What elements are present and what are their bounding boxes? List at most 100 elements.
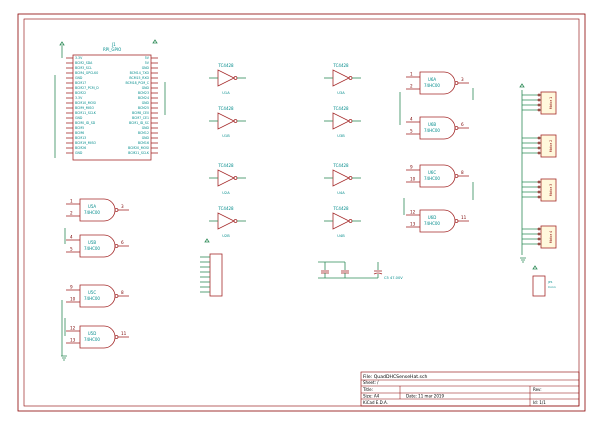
- j1-pin-label: BCM2_SDA: [75, 61, 93, 65]
- motor-pin: [537, 108, 541, 112]
- j1-pin-label: BCM25: [138, 106, 149, 110]
- inverter-bubble: [454, 126, 459, 130]
- gate-unit: U5A: [88, 204, 96, 209]
- gate-pin-a: 1: [70, 199, 73, 204]
- connector-j101[interactable]: [200, 253, 223, 297]
- j1-pin-label: BCM21_SCLK: [128, 151, 150, 155]
- title-block-size: Size: A4: [363, 394, 380, 399]
- j1-pin-label: BCM14_TXD: [130, 71, 150, 75]
- j1-pin-label: BCM23: [138, 91, 149, 95]
- gate-part: 74HC00: [84, 210, 100, 215]
- j1-pin-label: GND: [142, 136, 150, 140]
- power-flag: [532, 265, 538, 270]
- power-flag: [519, 83, 525, 88]
- buffer-unit: U4A: [337, 191, 345, 195]
- j1-ref: J1: [111, 42, 116, 47]
- buffer-unit: U2B: [222, 234, 230, 238]
- gate-pin-out: 11: [121, 331, 127, 336]
- buffer-name: TC4428: [217, 206, 234, 211]
- buffer-unit: U4B: [337, 234, 345, 238]
- gate-pin-a: 12: [70, 326, 76, 331]
- connector-j1[interactable]: J1 RPI_GPIO 3.3VBCM2_SDABCM3_SCLBCM4_GPC…: [54, 42, 166, 161]
- j1-pin-label: 5V: [145, 56, 150, 60]
- title-block-rev: Rev:: [533, 387, 542, 392]
- j1-pin-label: BCM20_MOSI: [128, 146, 149, 150]
- nand-gates-right: 123U6A74HC00456U6B74HC009108U6C74HC00121…: [406, 72, 469, 233]
- title-block-sheet: Sheet: /: [363, 380, 379, 385]
- motor-connector-body: [540, 178, 557, 202]
- j1-pin-label: BCM4_GPCLK0: [75, 71, 98, 75]
- motor-pin: [537, 190, 541, 194]
- motor-pin: [537, 195, 541, 199]
- power-symbols: [59, 39, 538, 361]
- power-flag: [59, 41, 65, 46]
- title-block: File: QuadDHCSenseHat.sch Sheet: / Title…: [360, 371, 580, 407]
- gate-pin-b: 13: [70, 338, 76, 343]
- j1-pin-label: BCM12: [138, 131, 149, 135]
- gate-pin-b: 5: [410, 129, 413, 134]
- j1-pin-label: GND: [75, 116, 83, 120]
- jp1-ref: JP1: [547, 280, 553, 284]
- motor-connector-1: Motor 1: [522, 91, 557, 115]
- j1-pin-label: GND: [142, 86, 150, 90]
- j1-pin-label: BCM7_CE1: [132, 116, 149, 120]
- buffer-unit: U1A: [222, 91, 230, 95]
- inverter-bubble: [114, 208, 119, 212]
- inverter-bubble: [454, 174, 459, 178]
- motor-pin: [537, 93, 541, 97]
- buffer-group: TC4428U1ATC4428U1BTC4428U2ATC4428U2BTC44…: [209, 63, 361, 238]
- j1-pin-label: BCM8_CE0: [132, 111, 149, 115]
- gate-pin-b: 13: [410, 222, 416, 227]
- gate-wiring: [61, 88, 474, 356]
- gate-part: 74HC00: [424, 128, 440, 133]
- gate-body: [79, 198, 116, 222]
- j1-pin-label: BCM18_PCM_C: [126, 81, 150, 85]
- gate-pin-a: 4: [70, 235, 73, 240]
- ground-symbol: [61, 355, 67, 361]
- gate-pin-a: 4: [410, 117, 413, 122]
- gate-body: [419, 116, 456, 140]
- j101-pins: [200, 256, 210, 293]
- jp1-value: Conn: [548, 285, 556, 289]
- power-flag: [152, 39, 158, 44]
- motor-connector-body: [540, 225, 557, 249]
- buffer-triangle: [217, 112, 235, 130]
- j1-pin-label: BCM11_SCLK: [75, 111, 97, 115]
- j1-pin-label: BCM17: [75, 81, 86, 85]
- j1-pin-label: GND: [142, 101, 150, 105]
- motor-connector-label: Motor 1: [549, 97, 553, 109]
- connector-jp1[interactable]: JP1 Conn: [532, 275, 556, 297]
- gate-body: [419, 71, 456, 95]
- buffer-name: TC4428: [332, 206, 349, 211]
- motor-pin: [537, 242, 541, 246]
- buffer-name: TC4428: [332, 163, 349, 168]
- title-block-title: Title:: [362, 387, 373, 392]
- j1-right-pins: 5V5VGNDBCM14_TXDBCM15_RXDBCM18_PCM_CGNDB…: [126, 56, 158, 155]
- gate-pin-out: 11: [461, 215, 467, 220]
- gate-unit: U6D: [428, 215, 437, 220]
- gate-pin-out: 6: [121, 240, 124, 245]
- title-block-file: File: QuadDHCSenseHat.sch: [363, 374, 427, 380]
- motor-connector-label: Motor 3: [549, 184, 553, 196]
- j1-pin-label: BCM27_PCM_D: [75, 86, 99, 90]
- gate-body: [419, 164, 456, 188]
- buffer-triangle: [217, 169, 235, 187]
- j1-pin-label: GND: [142, 66, 150, 70]
- j1-value: RPI_GPIO: [103, 47, 121, 52]
- motor-connector-label: Motor 2: [549, 140, 553, 152]
- motor-pin: [537, 180, 541, 184]
- gate-part: 74HC00: [424, 221, 440, 226]
- j101-body: [209, 253, 223, 297]
